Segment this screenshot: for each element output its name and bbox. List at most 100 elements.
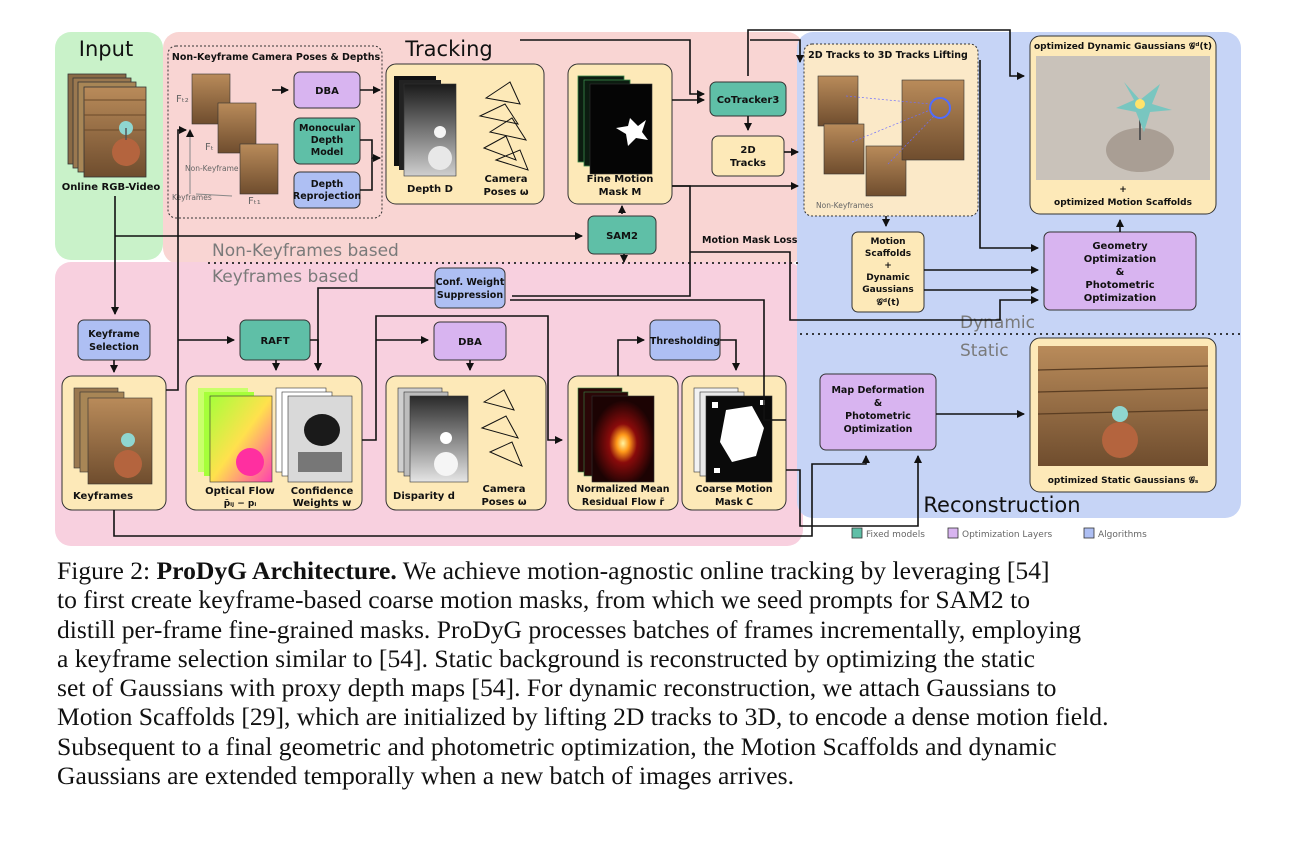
optimized-dynamic-label: optimized Dynamic Gaussians 𝒢ᵈ(t) [1034,41,1212,52]
map-deform-line-3: Photometric [845,411,911,422]
region-title-reconstruction: Reconstruction [923,493,1080,517]
lifting-frames [817,75,965,197]
confidence-stack [275,387,353,483]
non-keyframe-small-label: Non-Keyframe [185,164,239,173]
figure-caption: Figure 2: ProDyG Architecture. We achiev… [57,556,1247,790]
raft-label: RAFT [260,336,289,347]
non-keyframes-small-label: Non-Keyframes [816,201,873,210]
mono-depth-line-2: Depth [311,135,344,146]
depth-reprojection-block [293,171,361,209]
legend: Fixed models Optimization Layers Algorit… [851,527,1147,540]
kf-camera-poses-wireframe [480,389,523,467]
conf-weight-block [434,267,506,309]
geometry-opt-line-1: Geometry [1092,241,1148,252]
cotracker-label: CoTracker3 [717,95,780,106]
non-keyframes-based-label: Non-Keyframes based [212,241,399,261]
keyframe-selection-line-1: Keyframe [88,329,139,340]
motion-scaffolds-line-3: + [884,261,892,271]
camera-poses-label-2: Poses ω [483,187,528,198]
depth-reprojection-line-1: Depth [311,179,344,190]
nmrf-label-2: Residual Flow r̄ [582,497,665,508]
coarse-mask-stack [693,387,773,483]
motion-scaffolds-line-6: 𝒢ᵈ(t) [876,297,899,308]
geometry-opt-line-4: Photometric [1085,280,1154,291]
disparity-stack [397,387,469,483]
keyframes-based-label: Keyframes based [212,267,359,287]
caption-line-6: Motion Scaffolds [29], which are initial… [57,702,1109,732]
online-rgb-video-label: Online RGB-Video [62,182,161,193]
nmrf-stack [577,387,655,483]
caption-line-7: Subsequent to a final geometric and phot… [57,731,1057,761]
depth-stack [394,76,457,177]
legend-label-optim: Optimization Layers [962,530,1053,540]
rgb-video-stack [67,73,147,178]
motion-scaffolds-block [851,231,925,313]
legend-swatch-fixed [851,527,863,539]
keyframes-small-label: Keyframes [172,193,212,202]
thresholding-label: Thresholding [650,336,720,347]
map-deform-line-2: & [874,398,882,409]
optimized-static-label: optimized Static Gaussians 𝒢ₛ [1048,475,1199,486]
dynamic-label: Dynamic [960,313,1035,333]
non-keyframe-poses-box [167,45,383,219]
depth-d-label: Depth D [407,184,453,195]
coarse-label-1: Coarse Motion [695,484,772,495]
region-title-tracking: Tracking [404,37,492,61]
depth-reprojection-line-2: Reprojection [293,191,361,202]
geometry-opt-line-5: Optimization [1084,293,1156,304]
motion-scaffolds-line-5: Gaussians [862,285,914,295]
kf-camera-poses-label-2: Poses ω [481,497,526,508]
legend-label-algo: Algorithms [1098,530,1147,540]
map-deformation-block [819,373,937,451]
fine-motion-label-1: Fine Motion [587,174,654,185]
mono-depth-line-1: Monocular [299,123,355,134]
optical-flow-label-1: Optical Flow [205,486,275,497]
optimized-dynamic-render [1036,56,1210,180]
architecture-diagram: Input Tracking Reconstruction Non-Keyfra… [55,29,1241,546]
non-keyframe-frames [186,73,279,197]
conf-weight-line-1: Conf. Weight [436,277,505,288]
fine-motion-stack [577,75,653,175]
motion-scaffolds-line-4: Dynamic [866,273,910,283]
legend-swatch-optim [947,527,959,539]
map-deform-line-1: Map Deformation [831,385,924,396]
caption-line-8: Gaussians are extended temporally when a… [57,761,794,791]
ft-label: Fₜ [205,142,214,153]
mono-depth-line-3: Model [311,147,343,158]
geometry-opt-line-2: Optimization [1084,254,1156,265]
disparity-label: Disparity d [393,491,455,502]
sam2-block [587,215,657,255]
caption-line-3: distill per-frame fine-grained masks. Pr… [57,614,1082,644]
dba-top-label: DBA [315,86,339,97]
ft1-label: Fₜ₁ [248,196,261,207]
optimized-plus-label: + [1119,185,1127,195]
map-deform-line-4: Optimization [844,424,913,435]
fine-motion-label-2: Mask M [599,187,642,198]
caption-line-5: set of Gaussians with proxy depth maps [… [57,673,1057,703]
kf-camera-poses-label-1: Camera [483,484,526,495]
ft2-label: Fₜ₂ [176,94,189,105]
non-keyframe-poses-title: Non-Keyframe Camera Poses & Depths [172,52,381,63]
coarse-label-2: Mask C [715,497,753,508]
caption-text-1: We achieve motion-agnostic online tracki… [402,556,1050,585]
tracks-2d-line-1: 2D [740,145,755,156]
caption-line-4: a keyframe selection similar to [54]. St… [57,643,1035,673]
lifting-title: 2D Tracks to 3D Tracks Lifting [808,50,968,61]
optimized-static-render [1037,346,1209,466]
caption-line-2: to first create keyframe-based coarse mo… [57,585,1030,615]
region-title-input: Input [79,37,133,61]
optimized-scaffolds-label: optimized Motion Scaffolds [1054,198,1192,208]
motion-scaffolds-line-1: Motion [870,237,905,247]
caption-title: ProDyG Architecture. [156,556,397,585]
keyframes-label: Keyframes [73,491,133,502]
caption-label: Figure 2: [57,556,151,585]
confidence-label-2: Weights w [293,498,352,509]
static-label: Static [960,341,1009,361]
camera-poses-wireframe [478,81,529,171]
mono-depth-block [293,117,361,165]
dba-kf-label: DBA [458,337,482,348]
keyframes-stack [73,387,153,485]
connectors [110,29,1124,537]
optical-flow-label-2: p̄ᵢⱼ − pᵢ [224,499,257,509]
motion-scaffolds-line-2: Scaffolds [865,249,911,259]
